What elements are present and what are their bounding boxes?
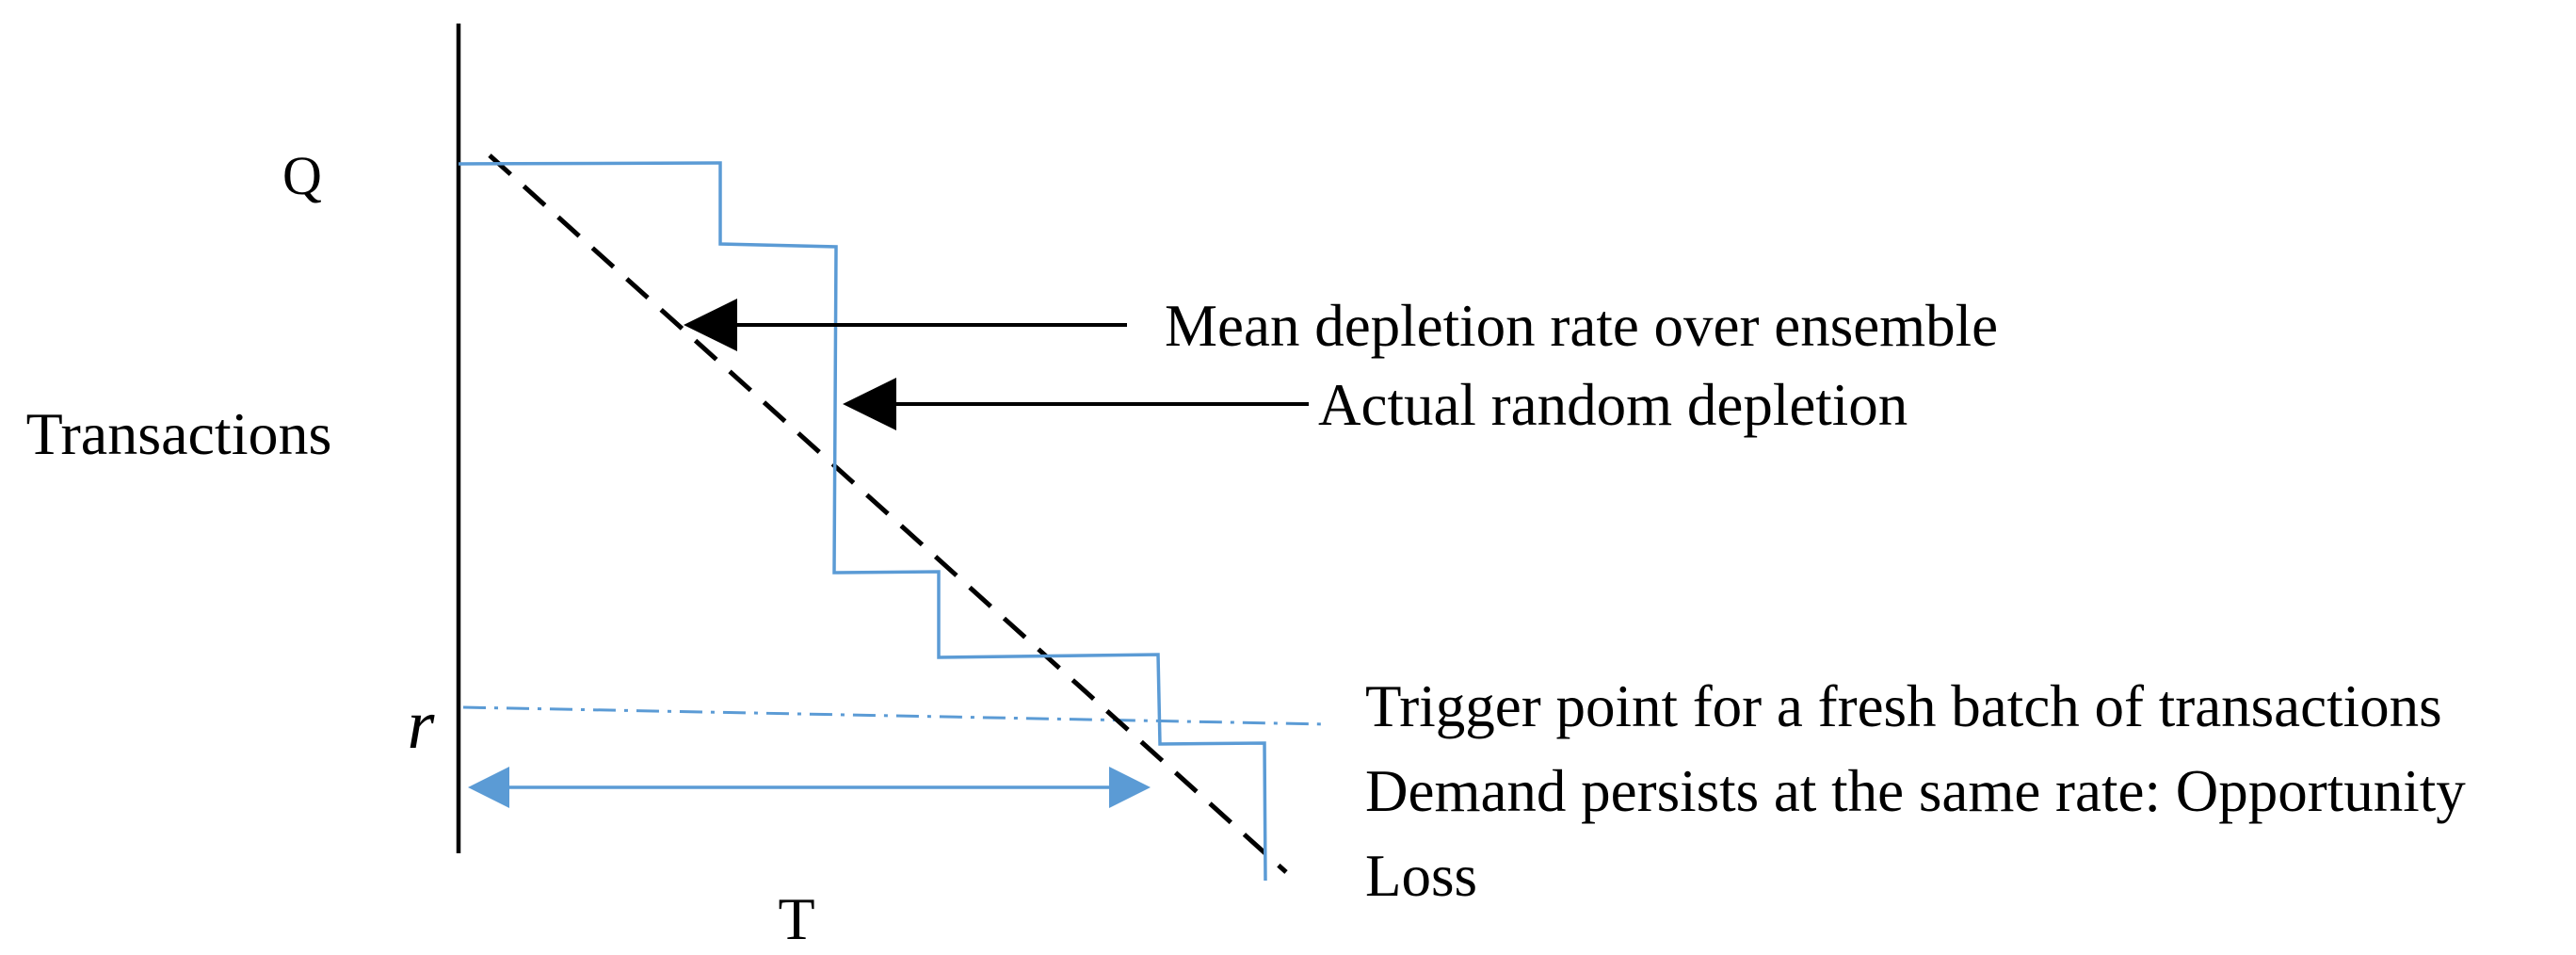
cycle-double-arrow (468, 767, 1151, 808)
actual-depletion-step-curve (458, 161, 1267, 882)
trigger-point-text-block: Trigger point for a fresh batch of trans… (1365, 673, 2466, 909)
x-axis-title: T (778, 885, 814, 952)
mean-depletion-dashed-line (488, 154, 1288, 874)
reorder-point-tick-label: r (408, 687, 436, 764)
actual-annotation-arrow (843, 378, 1309, 430)
trigger-level-line (462, 705, 1328, 726)
trigger-text-line-1: Trigger point for a fresh batch of trans… (1365, 673, 2442, 739)
y-axis-title: Transactions (26, 400, 332, 467)
actual-annotation-arrowhead (843, 378, 896, 430)
actual-depletion-label: Actual random depletion (1318, 372, 1908, 438)
cycle-arrowhead-left (468, 767, 509, 808)
mean-annotation-arrowhead (684, 299, 737, 351)
mean-depletion-label: Mean depletion rate over ensemble (1165, 293, 1998, 359)
trigger-text-line-3: Loss (1365, 843, 1477, 909)
trigger-text-line-2: Demand persists at the same rate: Opport… (1365, 758, 2466, 824)
cycle-arrowhead-right (1109, 767, 1151, 808)
mean-annotation-arrow (684, 299, 1127, 351)
order-quantity-tick-label: Q (282, 145, 322, 206)
